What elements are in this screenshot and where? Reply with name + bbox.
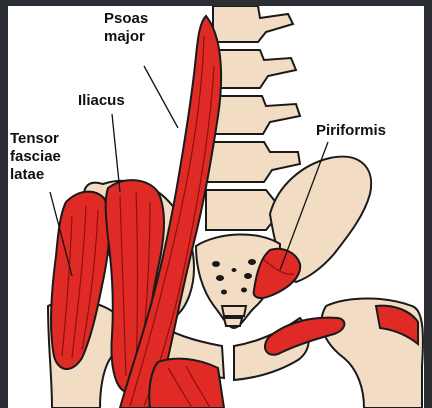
label-piriformis: Piriformis [316, 122, 386, 140]
vertebra-l4 [206, 142, 300, 182]
vertebra-l3 [208, 96, 300, 134]
label-tensor-fasciae-latae: Tensor fasciae latae [10, 130, 61, 184]
leader-psoas-major [144, 66, 178, 128]
label-iliacus: Iliacus [78, 92, 125, 110]
hip-muscle-illustration: .bone { fill: #f2dcc4; stroke: #1a1a1a; … [8, 6, 424, 408]
vertebra-l2 [211, 50, 296, 88]
vertebra-l1 [213, 6, 293, 42]
adductor-muscles [149, 359, 224, 408]
label-psoas-major: Psoas major [104, 10, 148, 46]
anatomy-diagram: .bone { fill: #f2dcc4; stroke: #1a1a1a; … [8, 6, 424, 408]
